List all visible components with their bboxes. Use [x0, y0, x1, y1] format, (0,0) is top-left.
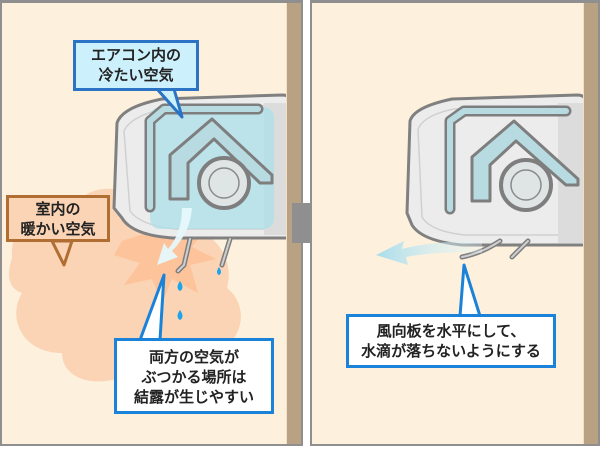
advice-line-1: 風向板を水平にして、 [376, 322, 526, 340]
horizontal-airflow-arrow [376, 241, 482, 265]
air-conditioner-unit [405, 93, 589, 260]
right-illustration [376, 93, 589, 318]
warm-air-line-1: 室内の [35, 200, 81, 218]
left-illustration [9, 87, 294, 382]
water-drop-icon [217, 267, 221, 275]
wall [583, 3, 598, 444]
cold-air-line-2: 冷たい空気 [98, 66, 174, 84]
condensation-callout: 両方の空気が ぶつかる場所は 結露が生じやすい [114, 338, 274, 414]
panel-after: 風向板を水平にして、 水滴が落ちないようにする [310, 0, 600, 446]
warm-air-callout: 室内の 暖かい空気 [6, 195, 110, 242]
condensation-line-2: ぶつかる場所は [141, 368, 247, 386]
cold-airflow-arrow [157, 208, 192, 265]
water-drop-icon [177, 310, 183, 320]
cold-air-callout: エアコン内の 冷たい空気 [73, 40, 199, 91]
water-drop-icon [177, 281, 183, 291]
panel-before: エアコン内の 冷たい空気 室内の 暖かい空気 両方の空気が ぶつかる場所は 結露… [0, 0, 303, 446]
advice-line-2: 水滴が落ちないようにする [361, 342, 541, 360]
condensation-line-3: 結露が生じやすい [133, 388, 254, 406]
air-conditioner-unit [112, 93, 294, 274]
cold-air-line-1: エアコン内の [90, 46, 181, 64]
condensation-line-1: 両方の空気が [148, 348, 239, 366]
advice-callout: 風向板を水平にして、 水滴が落ちないようにする [346, 314, 556, 368]
warm-air-line-2: 暖かい空気 [20, 220, 96, 238]
